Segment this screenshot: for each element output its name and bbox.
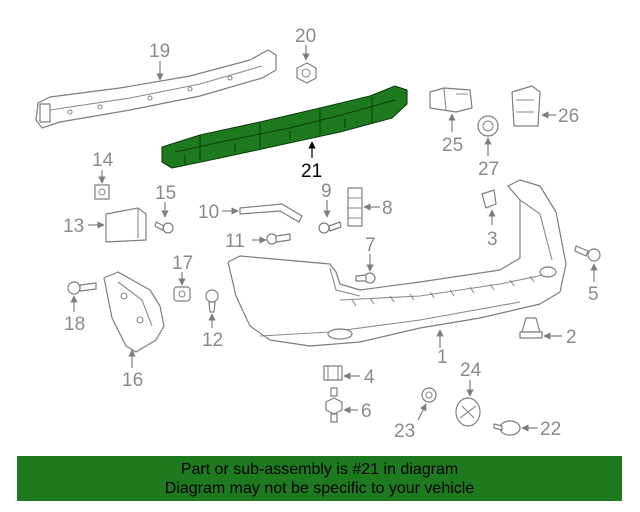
callout-19: 19 — [149, 41, 170, 62]
part-13-bracket[interactable] — [105, 207, 147, 243]
info-banner: Part or sub-assembly is #21 in diagram D… — [17, 456, 622, 501]
callout-18: 18 — [64, 314, 85, 335]
part-2-grommet[interactable] — [519, 317, 543, 339]
banner-line-1: Part or sub-assembly is #21 in diagram — [180, 461, 459, 478]
callout-23: 23 — [394, 421, 415, 442]
callout-3: 3 — [487, 229, 498, 250]
part-1-bumper-cover[interactable] — [227, 179, 567, 347]
part-8-bracket[interactable] — [347, 187, 363, 227]
part-21-energy-absorber[interactable] — [161, 85, 408, 169]
part-23-clip[interactable] — [421, 387, 437, 403]
callout-26: 26 — [558, 106, 579, 127]
callout-22: 22 — [540, 419, 561, 440]
callout-27: 27 — [478, 159, 499, 180]
callout-20: 20 — [295, 26, 316, 47]
part-12-screw[interactable] — [205, 289, 219, 313]
part-19-reinforcement[interactable] — [35, 49, 277, 129]
part-18-bolt[interactable] — [67, 281, 97, 295]
parts-diagram: 1 2 3 4 5 6 7 8 9 10 11 12 13 14 15 16 1… — [35, 26, 601, 442]
part-6-bolt[interactable] — [325, 387, 343, 423]
callout-4: 4 — [364, 367, 375, 388]
callout-11: 11 — [225, 231, 245, 252]
part-25-sensor[interactable] — [429, 87, 473, 113]
part-22-pin[interactable] — [493, 420, 521, 436]
callout-25: 25 — [442, 135, 463, 156]
banner-line-2: Diagram may not be specific to your vehi… — [164, 480, 475, 497]
callout-6: 6 — [361, 401, 372, 422]
part-9-screw[interactable] — [318, 221, 342, 234]
part-7-clip[interactable] — [355, 272, 376, 284]
callout-9: 9 — [321, 181, 332, 202]
part-17-spacer[interactable] — [173, 286, 191, 302]
part-10-retainer[interactable] — [239, 203, 303, 223]
part-20-nut[interactable] — [296, 62, 317, 84]
callout-12: 12 — [202, 330, 223, 351]
callout-7: 7 — [365, 235, 376, 256]
callout-13: 13 — [63, 216, 84, 237]
part-15-screw[interactable] — [154, 221, 174, 234]
callout-15: 15 — [155, 183, 176, 204]
part-24-emblem[interactable] — [455, 397, 481, 427]
part-11-bolt[interactable] — [266, 233, 291, 245]
callout-2: 2 — [566, 327, 577, 348]
callout-21: 21 — [301, 161, 322, 182]
callout-17: 17 — [172, 253, 193, 274]
callout-8: 8 — [382, 198, 393, 219]
callout-24: 24 — [460, 360, 482, 381]
callout-16: 16 — [122, 370, 143, 391]
part-16-bracket[interactable] — [103, 271, 165, 353]
part-26-holder[interactable] — [511, 85, 541, 127]
callout-5: 5 — [588, 284, 599, 305]
callout-14: 14 — [92, 150, 114, 171]
part-5-screw[interactable] — [574, 245, 601, 262]
part-3-clip[interactable] — [481, 189, 497, 209]
callout-10: 10 — [198, 202, 219, 223]
callout-1: 1 — [437, 347, 448, 368]
part-4-clip[interactable] — [323, 365, 343, 381]
part-14-clip[interactable] — [94, 184, 110, 200]
part-27-ring[interactable] — [477, 115, 499, 137]
